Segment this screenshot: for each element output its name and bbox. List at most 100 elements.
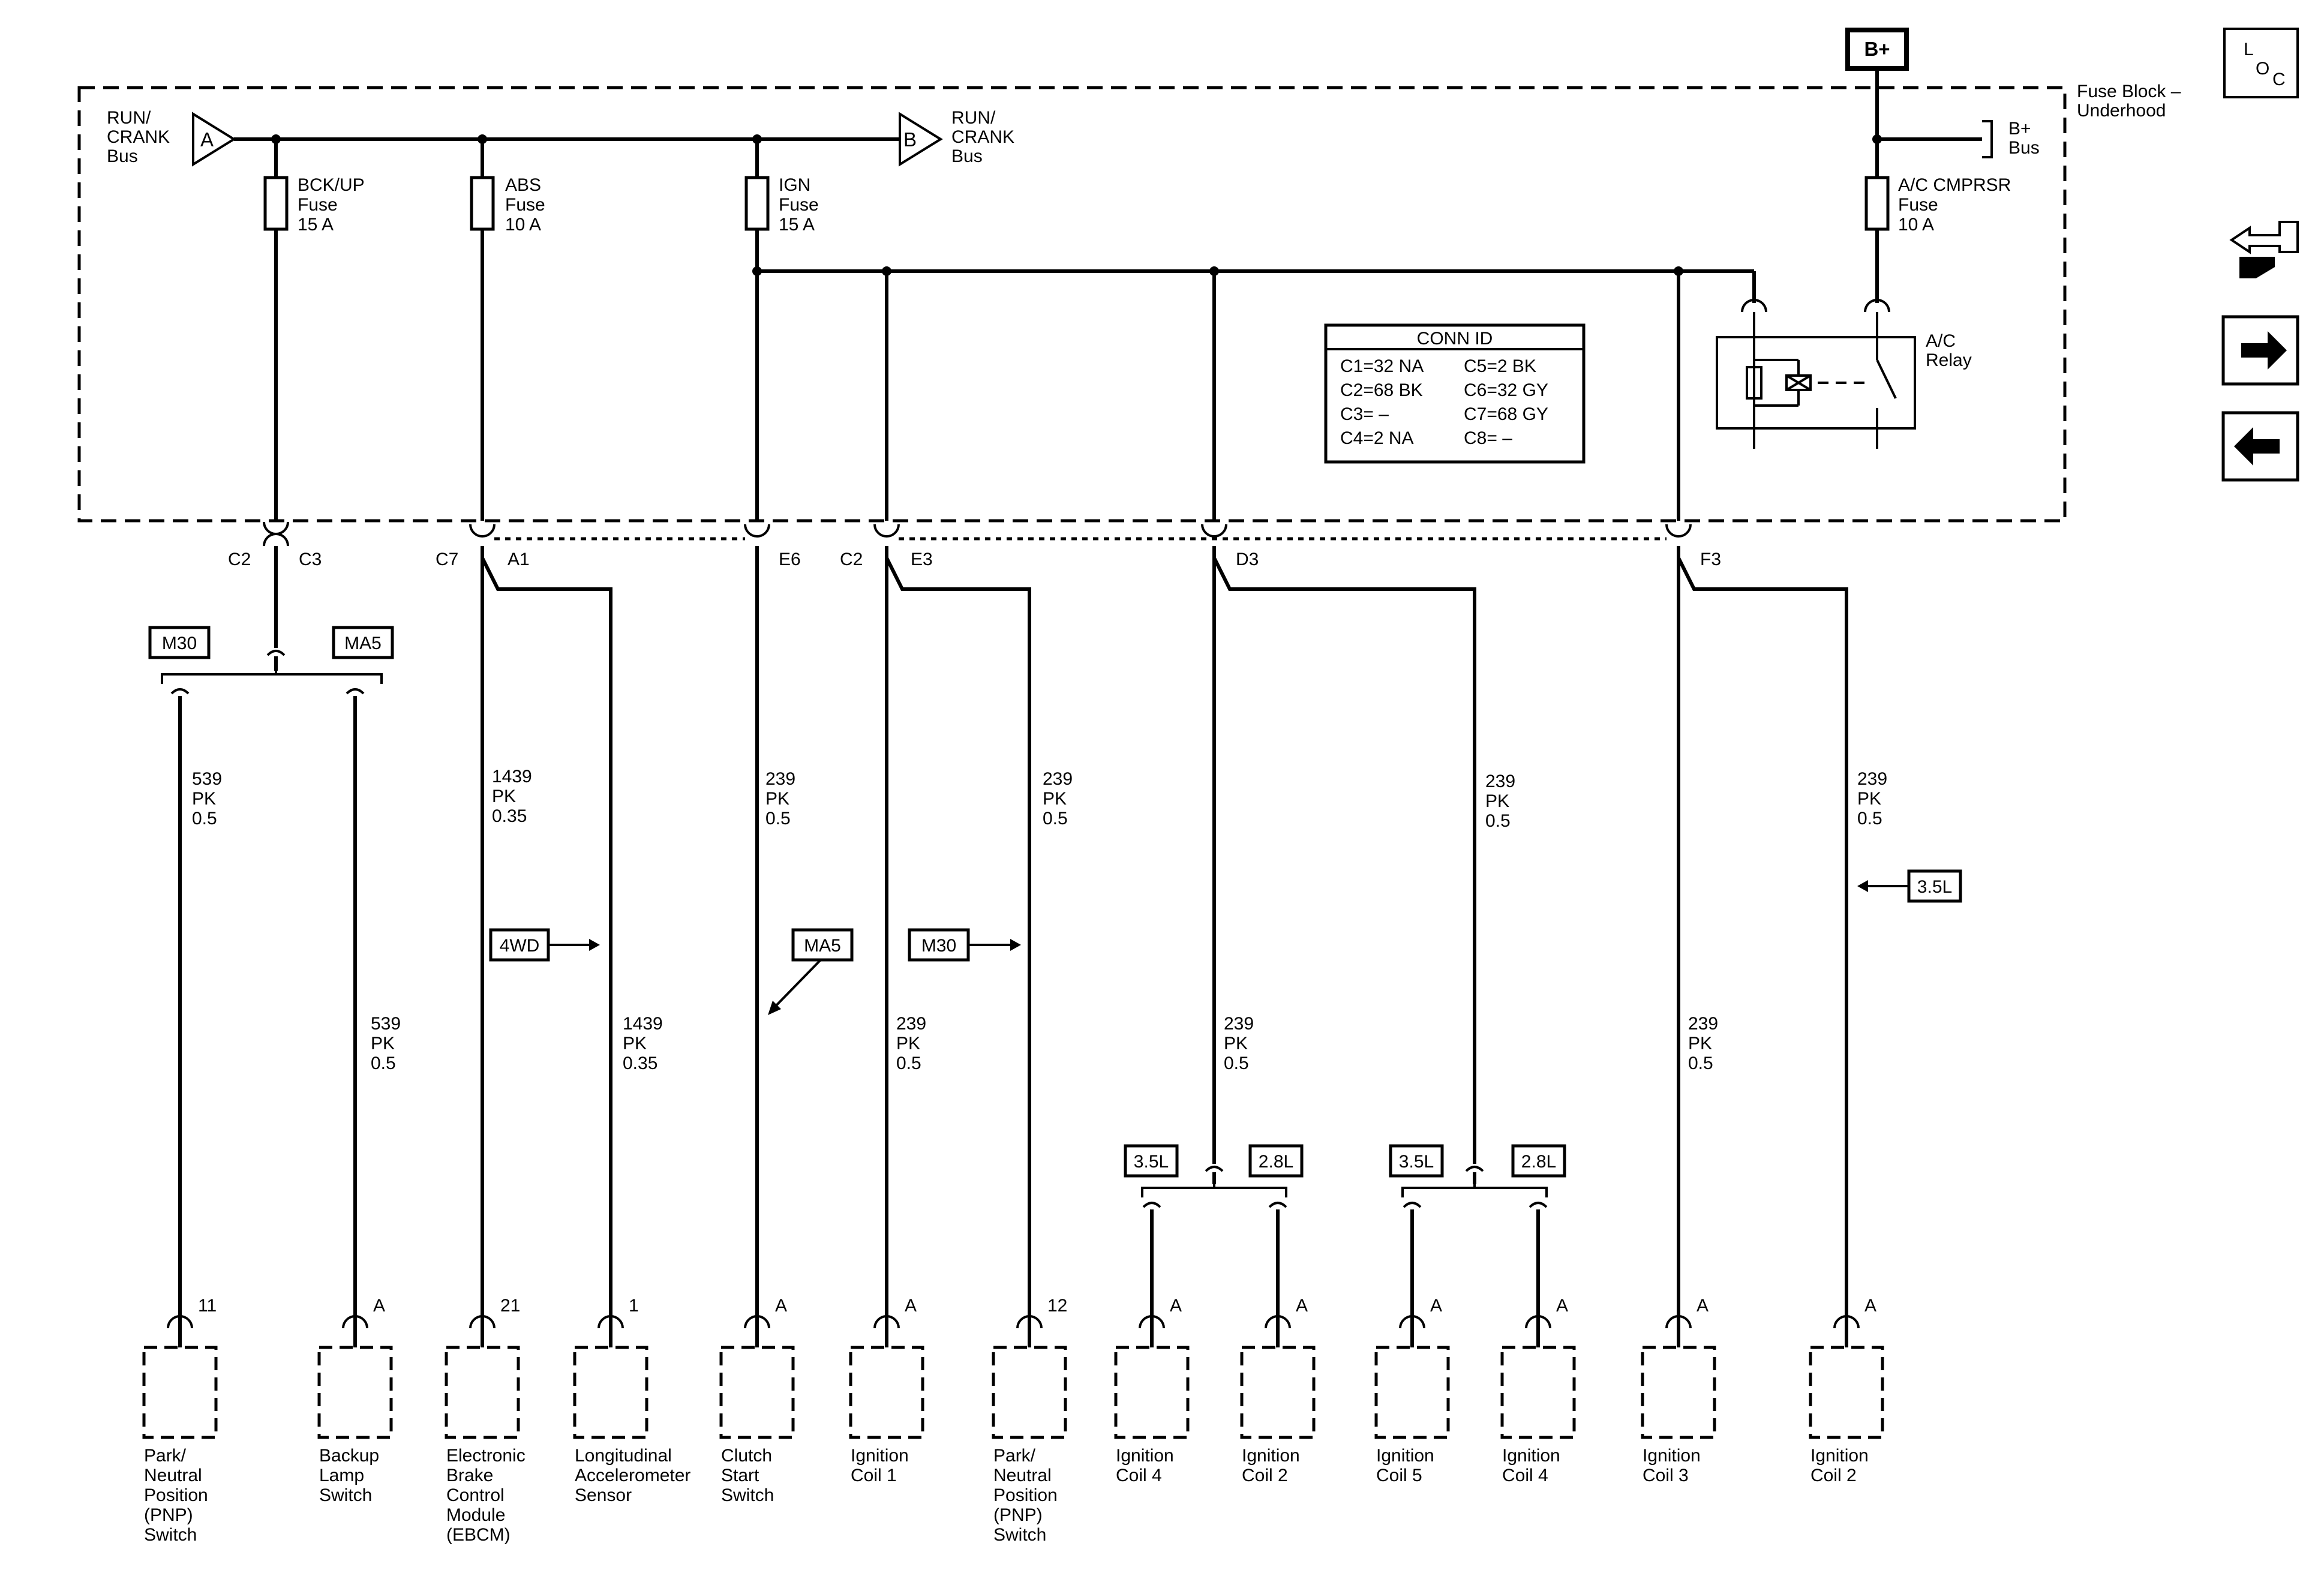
conn-id-row-4-right: C8= – <box>1464 428 1512 448</box>
conn-id-row-1-left: C1=32 NA <box>1340 356 1424 376</box>
component-pin-terminal <box>469 1315 496 1329</box>
component-outline <box>142 1346 218 1439</box>
component-pin-label: A <box>1296 1296 1308 1316</box>
connector-c7-a1: C7 A1 <box>436 524 530 569</box>
component-outline <box>573 1346 648 1439</box>
component-outline <box>317 1346 393 1439</box>
component-pin-label: A <box>1556 1296 1568 1316</box>
loc-letter-l: L <box>2244 40 2254 59</box>
component-pin-label: A <box>373 1296 385 1316</box>
connector-f3-label: F3 <box>1700 550 1721 569</box>
connector-d3-label: D3 <box>1236 550 1259 569</box>
option-3-5l-a <box>1124 1144 1179 1178</box>
component-pin-label: A <box>905 1296 917 1316</box>
component-pin-terminal <box>1665 1315 1692 1329</box>
component-outline <box>992 1346 1067 1439</box>
conn-id-row-4-left: C4=2 NA <box>1340 428 1414 448</box>
component-connector-icon[interactable] <box>2229 221 2299 278</box>
next-page-icon[interactable] <box>2221 315 2299 386</box>
loc-letter-o: O <box>2256 59 2269 79</box>
previous-page-icon[interactable] <box>2221 411 2299 482</box>
loc-icon[interactable]: L O C <box>2223 28 2299 98</box>
component-outline <box>1809 1346 1884 1439</box>
component-pin-terminal <box>1139 1315 1165 1329</box>
conn-id-title: CONN ID <box>1417 329 1493 349</box>
component-pin-terminal <box>1016 1315 1043 1329</box>
conn-id-row-2-right: C6=32 GY <box>1464 380 1548 400</box>
component-pin-terminal <box>1525 1315 1551 1329</box>
component-pin-terminal <box>342 1315 368 1329</box>
b-plus-label: B+ <box>1864 38 1890 60</box>
option-2-8l-a-label: 2.8L <box>1259 1152 1293 1172</box>
connector-a1-label: A1 <box>508 550 530 569</box>
option-ma5-top <box>332 626 394 659</box>
option-4wd-label: 4WD <box>500 936 540 956</box>
b-plus-bus-label: B+Bus <box>2008 119 2040 158</box>
connector-e3-label: E3 <box>911 550 933 569</box>
option-2-8l-b <box>1511 1144 1566 1178</box>
conn-id-row-1-right: C5=2 BK <box>1464 356 1536 376</box>
component-outline <box>1641 1346 1716 1439</box>
component-outline <box>1240 1346 1316 1439</box>
connector-c2-e3: C2 E3 <box>840 524 933 569</box>
component-pin-label: 1 <box>629 1296 639 1316</box>
component-outline <box>849 1346 924 1439</box>
option-3-5l-b-label: 3.5L <box>1399 1152 1434 1172</box>
component-outline <box>1114 1346 1190 1439</box>
component-pin-label: A <box>1170 1296 1182 1316</box>
b-plus-bus-bracket: B+Bus <box>1982 119 2040 158</box>
component-pin-label: 12 <box>1047 1296 1067 1316</box>
conn-id-row-3-right: C7=68 GY <box>1464 404 1548 424</box>
bus-b-terminal <box>899 112 943 167</box>
connector-c7-label: C7 <box>436 550 458 569</box>
component-pin-terminal <box>1833 1315 1860 1329</box>
component-pin-terminal <box>597 1315 624 1329</box>
bus-a-letter: A <box>200 128 214 151</box>
connector-c2-mid-label: C2 <box>840 550 863 569</box>
option-m30-top <box>148 626 211 659</box>
connector-c2-label: C2 <box>228 550 251 569</box>
connector-c2-c3: C2 C3 <box>228 521 322 569</box>
component-outline <box>1374 1346 1450 1439</box>
component-pin-label: A <box>1430 1296 1442 1316</box>
option-3-5l-b <box>1389 1144 1444 1178</box>
component-pin-terminal <box>744 1315 770 1329</box>
connector-e6: E6 <box>744 524 801 569</box>
component-pin-label: A <box>775 1296 787 1316</box>
conn-id-row-3-left: C3= – <box>1340 404 1389 424</box>
connector-f3: F3 <box>1665 524 1721 569</box>
